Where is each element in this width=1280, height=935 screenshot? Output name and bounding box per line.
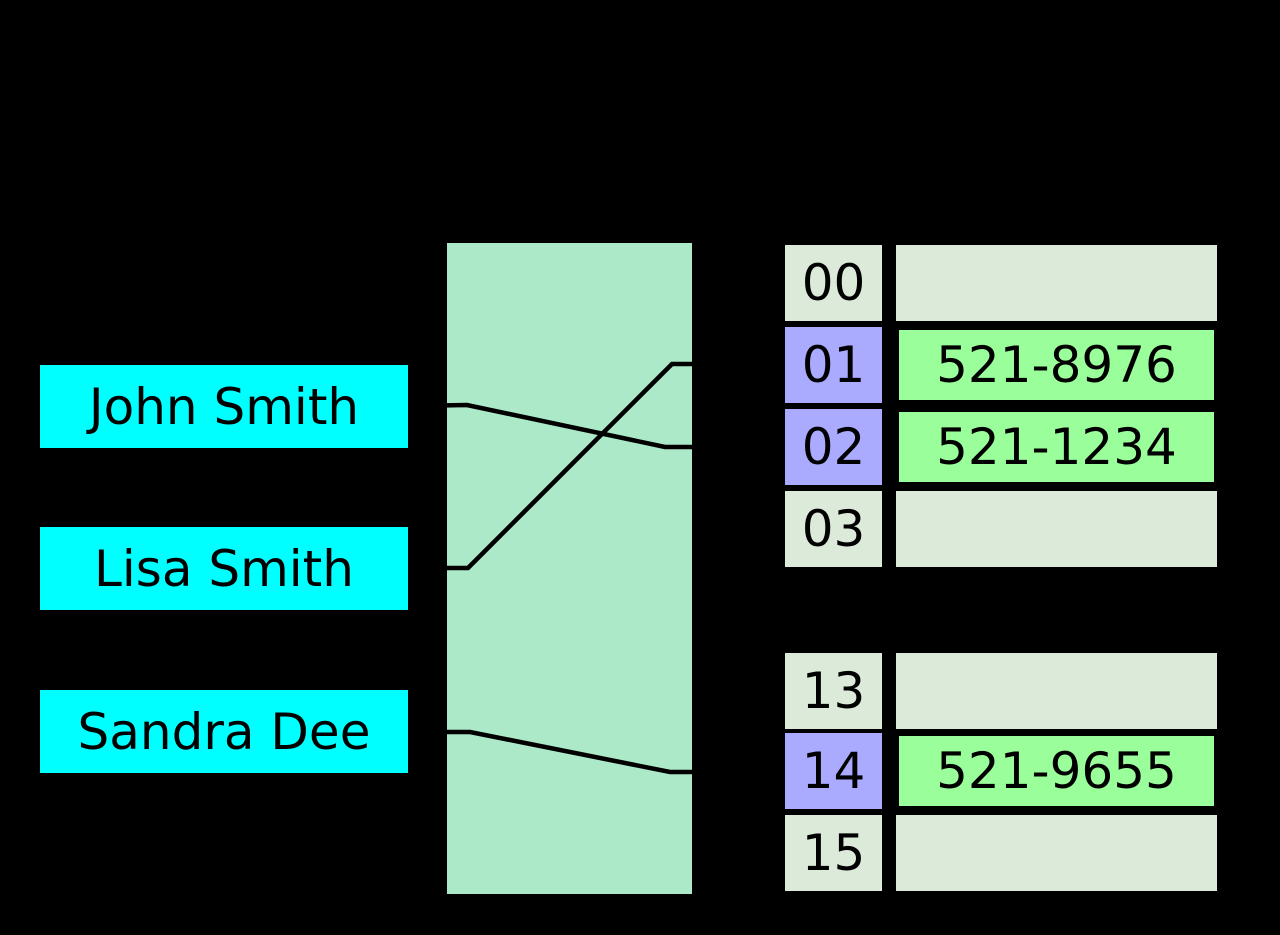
key-box-sandra-dee: Sandra Dee: [40, 690, 408, 773]
bucket-index-label: 01: [801, 336, 866, 394]
bucket-index-label: 15: [801, 824, 866, 882]
bucket-value-label: 521-1234: [936, 418, 1177, 476]
bucket-index-label: 00: [801, 254, 866, 312]
bucket-value-label: 521-9655: [936, 742, 1177, 800]
bucket-index-cell-00: 00: [785, 245, 882, 321]
bucket-value-cell-14: 521-9655: [896, 733, 1217, 809]
bucket-index-cell-03: 03: [785, 491, 882, 567]
bucket-index-cell-13: 13: [785, 653, 882, 729]
bucket-index-label: 14: [801, 742, 866, 800]
bucket-index-cell-01: 01: [785, 327, 882, 403]
bucket-index-cell-02: 02: [785, 409, 882, 485]
key-label: Sandra Dee: [77, 702, 371, 761]
bucket-index-label: 03: [801, 500, 866, 558]
bucket-value-cell-15: [896, 815, 1217, 891]
key-label: John Smith: [88, 377, 360, 436]
bucket-value-cell-03: [896, 491, 1217, 567]
bucket-index-cell-15: 15: [785, 815, 882, 891]
key-label: Lisa Smith: [94, 539, 354, 598]
bucket-index-label: 02: [801, 418, 866, 476]
key-box-john-smith: John Smith: [40, 365, 408, 448]
bucket-index-label: 13: [801, 662, 866, 720]
bucket-value-cell-00: [896, 245, 1217, 321]
bucket-value-cell-02: 521-1234: [896, 409, 1217, 485]
hash-function-box: [447, 243, 692, 894]
bucket-index-cell-14: 14: [785, 733, 882, 809]
bucket-value-label: 521-8976: [936, 336, 1177, 394]
key-box-lisa-smith: Lisa Smith: [40, 527, 408, 610]
bucket-value-cell-01: 521-8976: [896, 327, 1217, 403]
bucket-value-cell-13: [896, 653, 1217, 729]
